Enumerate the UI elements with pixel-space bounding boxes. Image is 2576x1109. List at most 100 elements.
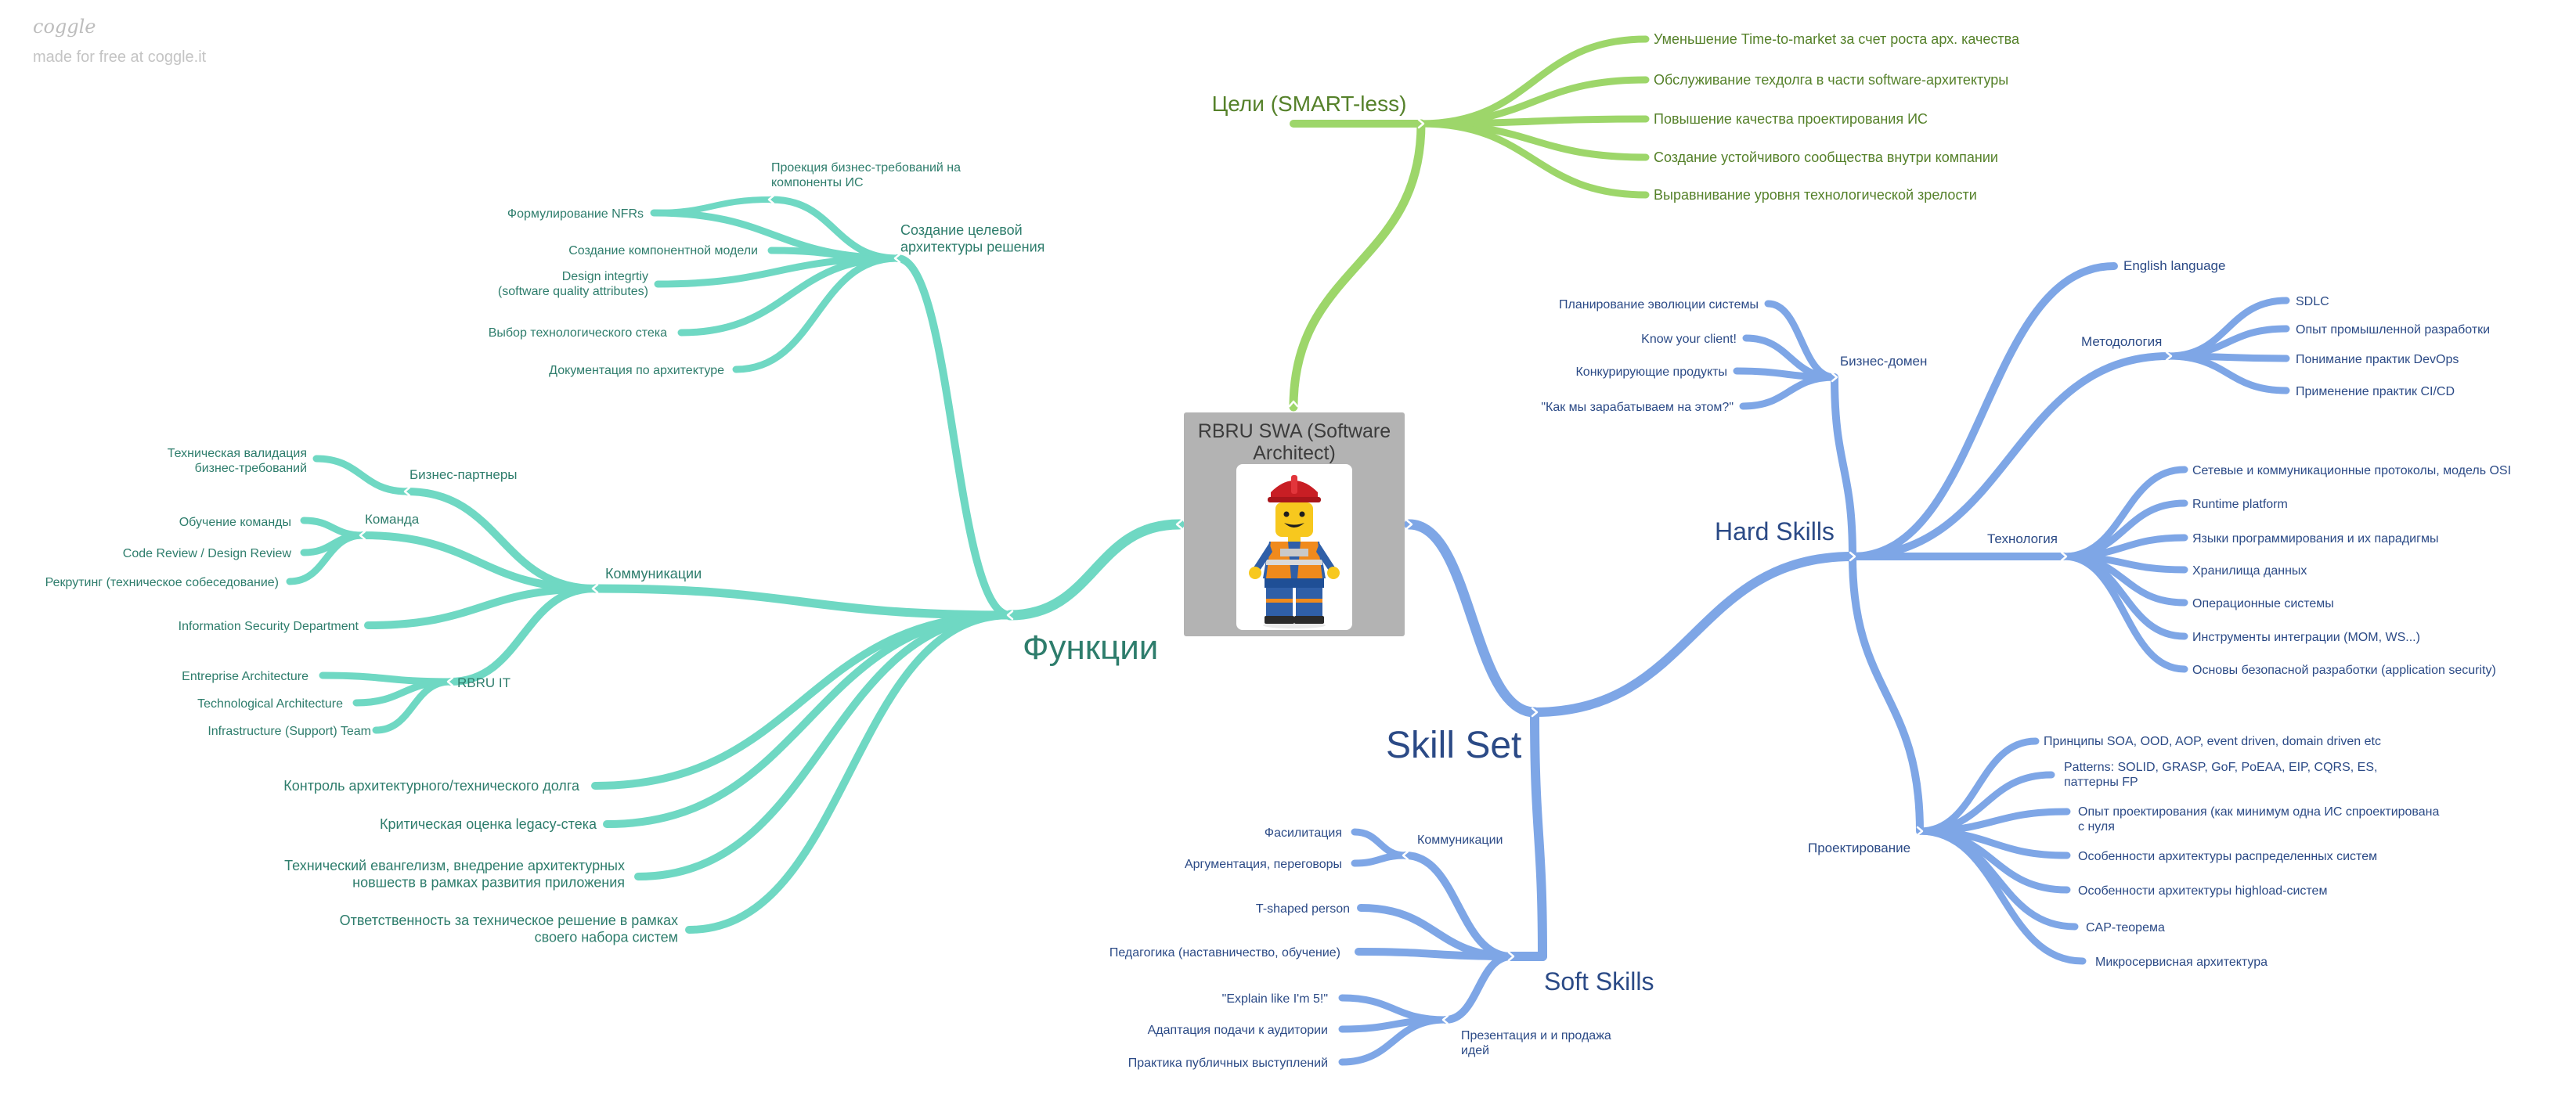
technology-item[interactable]: Хранилища данных: [2192, 564, 2307, 578]
target-arch-item[interactable]: Формулирование NFRs: [507, 207, 644, 221]
rbru-it-title[interactable]: RBRU IT: [457, 675, 511, 690]
collapse-chevron-icon[interactable]: [1175, 519, 1183, 530]
hard-skills-title[interactable]: Hard Skills: [1715, 517, 1835, 545]
technology-item[interactable]: Языки программирования и их парадигмы: [2192, 532, 2438, 545]
target-arch-item[interactable]: Создание компонентной модели: [568, 244, 758, 257]
soft-communications-item[interactable]: Фасилитация: [1265, 826, 1342, 840]
business-domain-item[interactable]: "Как мы зарабатываем на этом?": [1541, 401, 1734, 414]
branch-line: [677, 254, 901, 337]
design-item[interactable]: CAP-теорема: [2086, 921, 2165, 934]
design-item[interactable]: Patterns: SOLID, GRASP, GoF, PoEAA, EIP,…: [2064, 761, 2377, 789]
presentation-item[interactable]: "Explain like I'm 5!": [1222, 992, 1328, 1006]
function-item[interactable]: Контроль архитектурного/технического дол…: [283, 778, 580, 794]
function-item[interactable]: Ответственность за техническое решение в…: [340, 913, 678, 945]
infosec-item[interactable]: Information Security Department: [179, 620, 359, 633]
goal-item[interactable]: Обслуживание техдолга в части software-а…: [1654, 72, 2008, 88]
goal-item[interactable]: Выравнивание уровня технологической зрел…: [1654, 187, 1977, 203]
collapse-chevron-icon[interactable]: [1531, 707, 1539, 718]
branch-line: [1404, 519, 1540, 718]
technology-item[interactable]: Сетевые и коммуникационные протоколы, мо…: [2192, 464, 2511, 477]
design-item[interactable]: Особенности архитектуры highload-систем: [2078, 884, 2327, 898]
target-arch-item[interactable]: Документация по архитектуре: [549, 364, 724, 377]
design-item[interactable]: Опыт проектирования (как минимум одна ИС…: [2078, 805, 2439, 834]
collapse-chevron-icon[interactable]: [403, 486, 411, 497]
team-title[interactable]: Команда: [365, 512, 420, 527]
collapse-chevron-icon[interactable]: [1507, 951, 1515, 962]
technology-item[interactable]: Инструменты интеграции (MOM, WS...): [2192, 631, 2420, 644]
business-domain-item[interactable]: Know your client!: [1641, 333, 1737, 346]
functions-title[interactable]: Функции: [1023, 628, 1158, 667]
english-language-item[interactable]: English language: [2123, 258, 2225, 273]
collapse-chevron-icon[interactable]: [2165, 351, 2173, 362]
soft-skill-item[interactable]: Педагогика (наставничество, обучение): [1109, 946, 1340, 960]
business-domain-title[interactable]: Бизнес-домен: [1840, 354, 1927, 369]
root-node[interactable]: RBRU SWA (Software Architect): [1184, 412, 1405, 636]
soft-communications-title[interactable]: Коммуникации: [1417, 834, 1503, 847]
function-item[interactable]: Технический евангелизм, внедрение архите…: [284, 858, 625, 891]
methodology-title[interactable]: Методология: [2081, 334, 2162, 349]
methodology-item[interactable]: Применение практик CI/CD: [2296, 385, 2455, 398]
branch-line: [1739, 373, 1838, 410]
branch-line: [1849, 352, 2173, 560]
technology-item[interactable]: Runtime platform: [2192, 498, 2288, 511]
collapse-chevron-icon[interactable]: [2060, 551, 2068, 562]
team-item[interactable]: Обучение команды: [179, 516, 291, 529]
business-domain-item[interactable]: Конкурирующие продукты: [1575, 365, 1727, 379]
methodology-item[interactable]: SDLC: [2296, 295, 2329, 308]
collapse-chevron-icon[interactable]: [1288, 400, 1299, 408]
node-labels: Уменьшение Time-to-market за счет роста …: [45, 31, 2511, 1070]
goals-title[interactable]: Цели (SMART-less): [1212, 92, 1407, 116]
branch-line: [1351, 852, 1409, 867]
collapse-chevron-icon[interactable]: [1849, 551, 1856, 562]
soft-skill-item[interactable]: T-shaped person: [1256, 902, 1350, 916]
methodology-item[interactable]: Понимание практик DevOps: [2296, 353, 2459, 366]
collapse-chevron-icon[interactable]: [893, 253, 901, 264]
soft-skills-title[interactable]: Soft Skills: [1544, 967, 1654, 996]
design-item[interactable]: Принципы SOA, OOD, AOP, event driven, do…: [2044, 735, 2381, 748]
presentation-item[interactable]: Практика публичных выступлений: [1128, 1057, 1328, 1070]
technology-item[interactable]: Операционные системы: [2192, 597, 2334, 610]
design-item[interactable]: Микросервисная архитектура: [2095, 956, 2268, 969]
branch-line: [591, 611, 1014, 790]
methodology-item[interactable]: Опыт промышленной разработки: [2296, 323, 2490, 337]
team-item[interactable]: Code Review / Design Review: [123, 547, 292, 560]
rbru-it-item[interactable]: Infrastructure (Support) Team: [207, 725, 371, 738]
collapse-chevron-icon[interactable]: [359, 530, 366, 541]
collapse-chevron-icon[interactable]: [1916, 826, 1924, 837]
collapse-chevron-icon[interactable]: [1441, 1014, 1449, 1025]
collapse-chevron-icon[interactable]: [1402, 850, 1409, 861]
collapse-chevron-icon[interactable]: [1006, 610, 1014, 621]
coggle-watermark: made for free at coggle.it: [33, 49, 207, 66]
communications-title[interactable]: Коммуникации: [605, 566, 702, 582]
target-arch-item[interactable]: Design integrtiy(software quality attrib…: [498, 270, 648, 298]
goal-item[interactable]: Создание устойчивого сообщества внутри к…: [1654, 149, 1998, 165]
goal-item[interactable]: Уменьшение Time-to-market за счет роста …: [1654, 31, 2020, 47]
collapse-chevron-icon[interactable]: [1417, 118, 1425, 129]
collapse-chevron-icon[interactable]: [591, 583, 599, 594]
collapse-chevron-icon[interactable]: [446, 676, 454, 687]
business-partners-title[interactable]: Бизнес-партнеры: [409, 467, 518, 482]
collapse-chevron-icon[interactable]: [1831, 372, 1838, 383]
business-domain-item[interactable]: Планирование эволюции системы: [1559, 298, 1759, 311]
presentation-item[interactable]: Адаптация подачи к аудитории: [1148, 1024, 1328, 1037]
rbru-it-item[interactable]: Technological Architecture: [197, 697, 343, 711]
target-arch-item[interactable]: Выбор технологического стека: [489, 326, 667, 340]
soft-communications-item[interactable]: Аргументация, переговоры: [1185, 858, 1342, 871]
design-item[interactable]: Особенности архитектуры распределенных с…: [2078, 850, 2377, 863]
skill-set-title[interactable]: Skill Set: [1386, 725, 1521, 766]
technology-item[interactable]: Основы безопасной разработки (applicatio…: [2192, 664, 2496, 677]
rbru-it-item[interactable]: Entreprise Architecture: [182, 670, 308, 683]
design-title[interactable]: Проектирование: [1808, 841, 1910, 855]
collapse-chevron-icon[interactable]: [1405, 519, 1413, 530]
lego-figure-image: [1236, 464, 1352, 630]
technology-title[interactable]: Технология: [1987, 531, 2058, 546]
branch-line: [1916, 808, 2071, 835]
collapse-chevron-icon[interactable]: [767, 194, 775, 205]
team-item[interactable]: Рекрутинг (техническое собеседование): [45, 576, 279, 589]
goal-item[interactable]: Повышение качества проектирования ИС: [1654, 111, 1928, 127]
function-item[interactable]: Критическая оценка legacy-стека: [380, 816, 597, 832]
